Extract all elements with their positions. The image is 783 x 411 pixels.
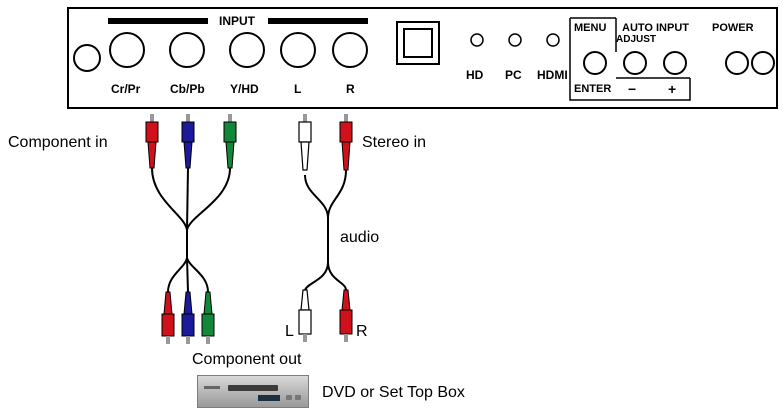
menu-label: MENU xyxy=(574,22,607,34)
plug-red-stereo-top xyxy=(339,114,353,171)
jack-label-y-hd: Y/HD xyxy=(230,82,259,96)
power-button-1 xyxy=(725,51,749,75)
plug-red-bottom xyxy=(161,291,175,344)
led-hd xyxy=(470,33,484,47)
input-button xyxy=(663,51,687,75)
led-pc xyxy=(508,33,522,47)
plug-green-bottom xyxy=(201,291,215,344)
led-label-hdmi: HDMI xyxy=(537,68,568,82)
dvd-player-image xyxy=(197,375,309,408)
plug-blue-bottom xyxy=(181,291,195,344)
plug-red-stereo-bottom xyxy=(339,289,353,342)
auto-label: AUTO xyxy=(622,22,653,34)
dvd-tray xyxy=(228,385,278,391)
plug-white-bottom xyxy=(298,289,312,342)
jack-cr-pr xyxy=(109,32,145,68)
jack-label-r: R xyxy=(346,82,355,96)
extra-jack xyxy=(73,44,101,72)
component-in-label: Component in xyxy=(8,134,108,151)
device-label: DVD or Set Top Box xyxy=(322,384,465,401)
jack-label-cb-pb: Cb/Pb xyxy=(170,82,205,96)
input-bar-right xyxy=(268,18,368,24)
component-out-label: Component out xyxy=(192,351,302,368)
plug-white-top xyxy=(298,114,312,171)
stereo-cable xyxy=(304,169,347,291)
minus-label: − xyxy=(628,81,637,97)
jack-label-l: L xyxy=(294,82,302,96)
ir-sensor-inner xyxy=(403,28,433,58)
jack-y-hd xyxy=(229,32,265,68)
dvd-display xyxy=(258,395,280,401)
led-hdmi xyxy=(546,33,560,47)
component-cable xyxy=(151,167,231,293)
enter-group-bracket xyxy=(569,18,691,101)
dvd-logo xyxy=(204,386,220,389)
jack-audio-r xyxy=(332,32,368,68)
plug-green-top xyxy=(223,114,237,169)
adjust-label: ADJUST xyxy=(616,34,657,45)
left-channel-label: L xyxy=(285,323,294,340)
input-button-label: INPUT xyxy=(656,22,689,34)
auto-adjust-button xyxy=(623,51,647,75)
led-label-hd: HD xyxy=(466,68,484,82)
led-label-pc: PC xyxy=(505,68,522,82)
jack-cb-pb xyxy=(169,32,205,68)
right-channel-label: R xyxy=(356,323,368,340)
jack-audio-l xyxy=(280,32,316,68)
stereo-in-label: Stereo in xyxy=(362,134,427,151)
enter-label: ENTER xyxy=(574,83,612,95)
menu-button xyxy=(583,51,607,75)
plus-label: + xyxy=(668,81,677,97)
input-group-label: INPUT xyxy=(219,14,255,28)
input-bar-left xyxy=(108,18,208,24)
power-button-2 xyxy=(751,51,775,75)
plug-red-top xyxy=(145,114,159,169)
jack-label-cr-pr: Cr/Pr xyxy=(111,82,141,96)
dvd-button xyxy=(286,395,292,400)
dvd-button xyxy=(295,395,301,400)
power-label: POWER xyxy=(712,22,754,34)
plug-blue-top xyxy=(181,114,195,169)
audio-label: audio xyxy=(340,229,380,246)
